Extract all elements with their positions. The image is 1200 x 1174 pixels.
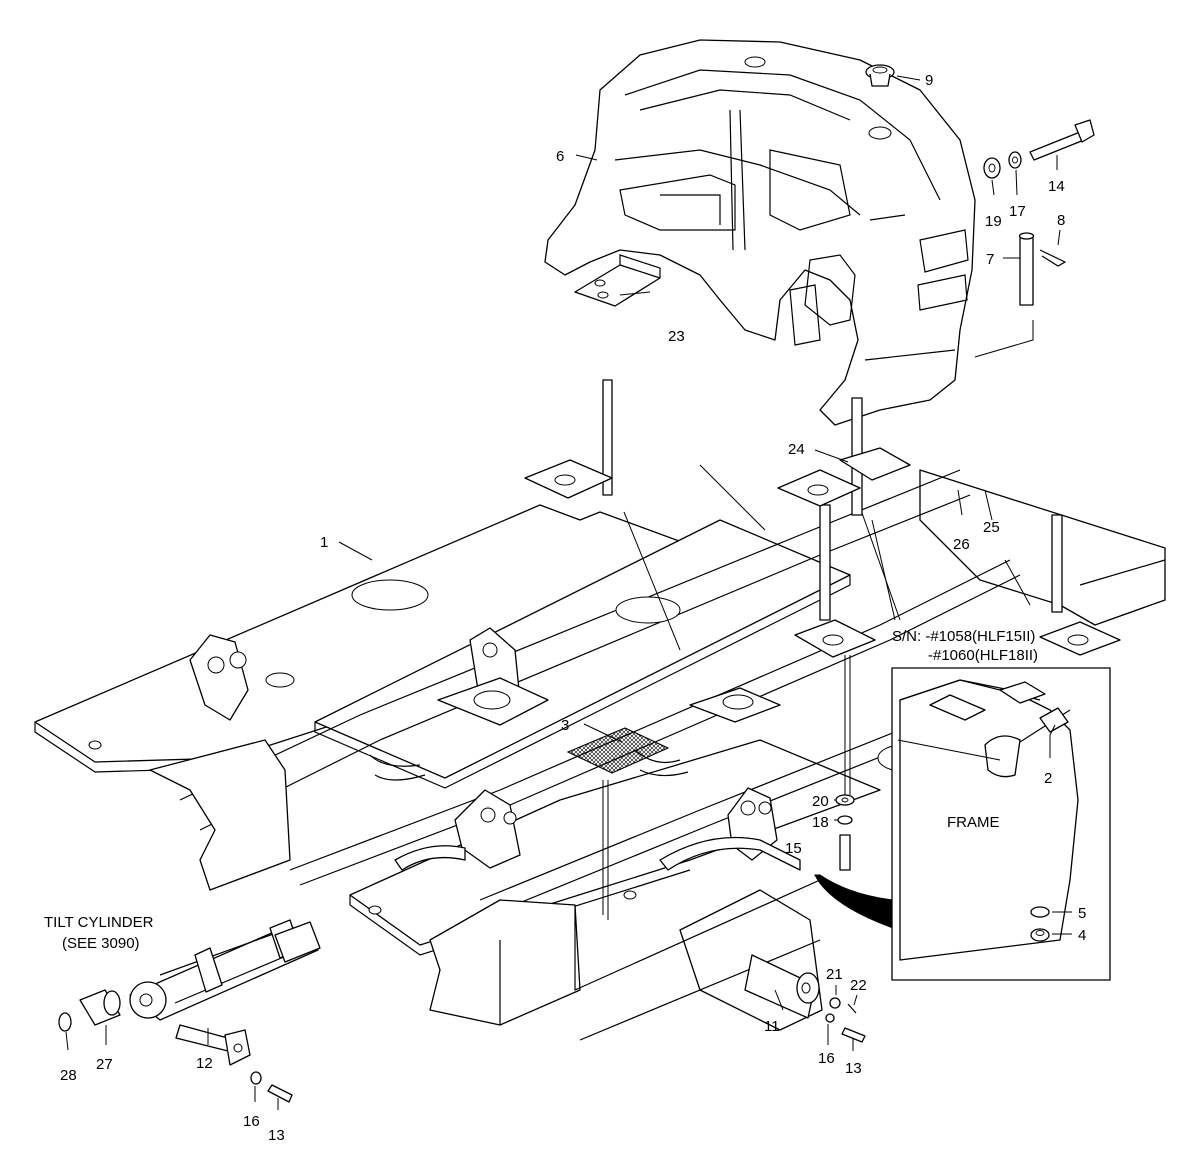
tilt-cylinder-label: TILT CYLINDER (44, 914, 154, 931)
callout-2: 2 (1044, 770, 1052, 787)
callout-28: 28 (60, 1067, 77, 1084)
callout-19: 19 (985, 213, 1002, 230)
stud-and-washers (835, 794, 855, 871)
callout-8: 8 (1057, 212, 1065, 229)
callout-16-left: 16 (243, 1113, 260, 1130)
callout-6: 6 (556, 148, 564, 165)
frame-inset (891, 667, 1111, 981)
callout-15: 15 (785, 840, 802, 857)
counterweight (544, 39, 976, 426)
tilt-cylinder-reference: (SEE 3090) (62, 935, 140, 952)
callout-1: 1 (320, 534, 328, 551)
callout-18: 18 (812, 814, 829, 831)
plug-part (865, 64, 895, 87)
callout-21: 21 (826, 966, 843, 983)
mesh-plate (566, 727, 670, 774)
serial-note-line1: S/N: -#1058(HLF15II) (892, 628, 1035, 645)
callout-22: 22 (850, 977, 867, 994)
callout-24: 24 (788, 441, 805, 458)
washers-and-bolt (983, 119, 1095, 179)
callout-9: 9 (925, 72, 933, 89)
tilt-cylinder (58, 919, 321, 1103)
callout-20: 20 (812, 793, 829, 810)
dark-arc (814, 874, 894, 929)
callout-13-right: 13 (845, 1060, 862, 1077)
pin-and-clip (1018, 232, 1067, 306)
callout-26: 26 (953, 536, 970, 553)
callout-27: 27 (96, 1056, 113, 1073)
callout-14: 14 (1048, 178, 1065, 195)
callout-5: 5 (1078, 905, 1086, 922)
callout-3: 3 (561, 717, 569, 734)
callout-4: 4 (1078, 927, 1086, 944)
callout-11: 11 (764, 1018, 780, 1035)
frame-label: FRAME (947, 814, 1000, 831)
callout-16-right: 16 (818, 1050, 835, 1067)
serial-note-line2: -#1060(HLF18II) (928, 647, 1038, 664)
callout-12: 12 (196, 1055, 213, 1072)
callout-25: 25 (983, 519, 1000, 536)
callout-7: 7 (986, 251, 994, 268)
lower-pivot-assembly (744, 954, 866, 1043)
leader-lines (65, 75, 1072, 1110)
callout-13-left: 13 (268, 1127, 285, 1144)
callout-23: 23 (668, 328, 685, 345)
callout-17: 17 (1009, 203, 1026, 220)
callout-labels: 1 2 3 4 5 6 7 8 9 11 12 13 13 14 15 16 1… (44, 72, 1086, 1144)
